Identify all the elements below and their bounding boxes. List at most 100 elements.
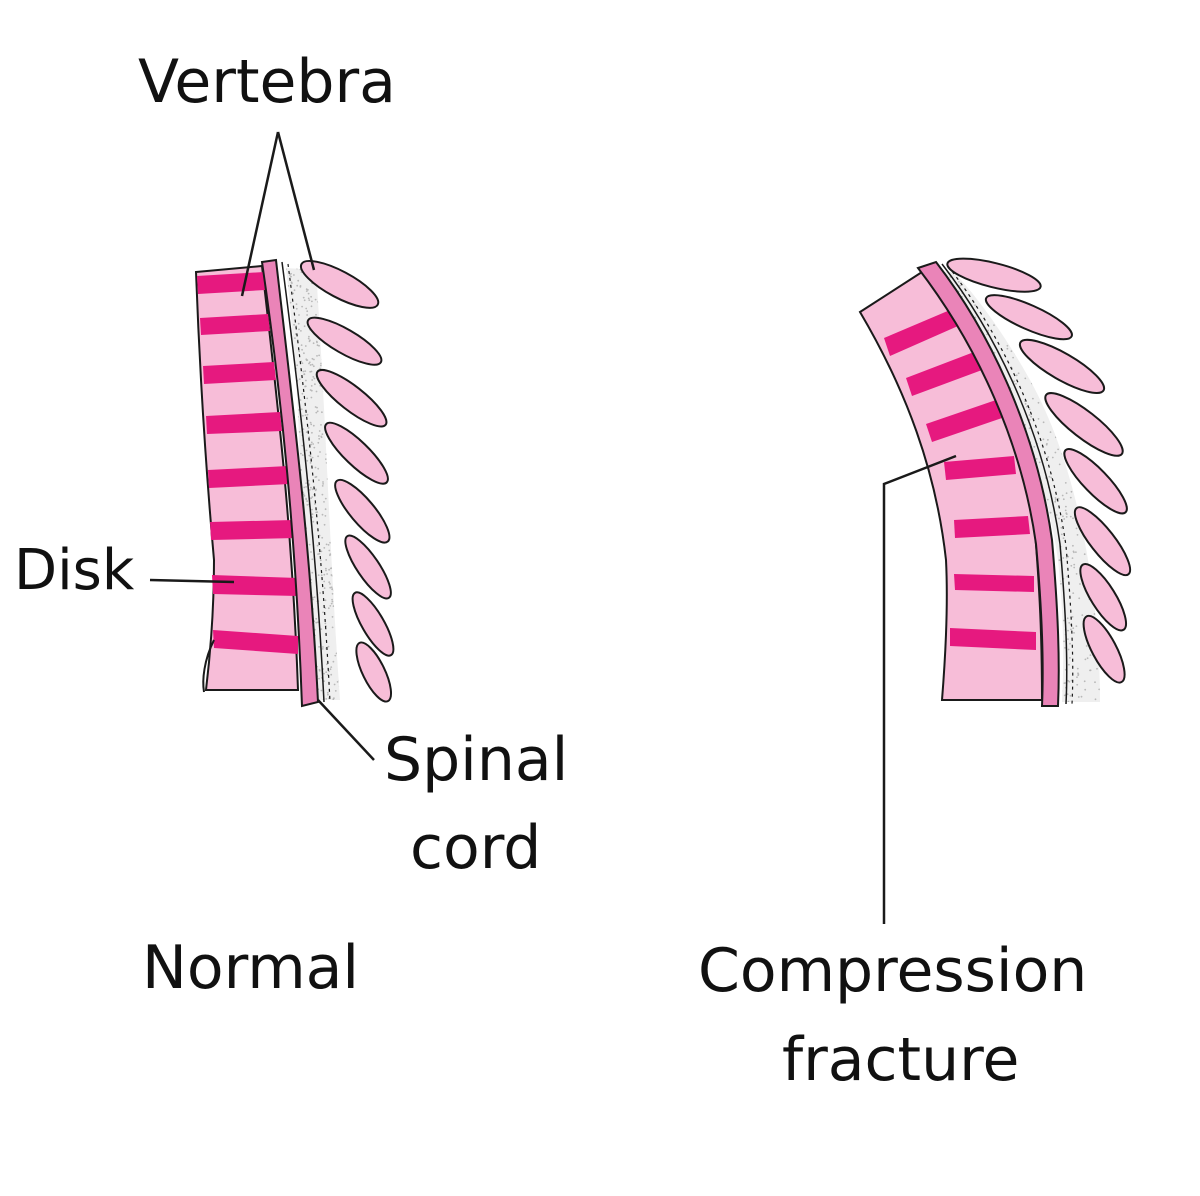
stipple-dot xyxy=(323,501,325,503)
stipple-dot xyxy=(1076,667,1079,670)
stipple-dot xyxy=(338,594,340,597)
stipple-dot xyxy=(1013,380,1015,383)
stipple-dot xyxy=(1103,420,1105,422)
stipple-dot xyxy=(1070,564,1073,567)
intervertebral-disk xyxy=(210,520,296,540)
stipple-dot xyxy=(329,541,331,544)
stipple-dot xyxy=(1033,445,1036,448)
stipple-dot xyxy=(1062,498,1065,501)
stipple-dot xyxy=(1058,559,1061,562)
stipple-dot xyxy=(332,569,335,572)
stipple-dot xyxy=(1086,657,1089,660)
stipple-dot xyxy=(332,535,335,537)
stipple-dot xyxy=(1078,597,1081,600)
stipple-dot xyxy=(1070,490,1073,493)
stipple-dot xyxy=(1064,509,1067,512)
stipple-dot xyxy=(336,529,339,532)
stipple-dot xyxy=(309,370,312,373)
stipple-dot xyxy=(1065,516,1068,518)
stipple-dot xyxy=(301,362,304,364)
stipple-dot xyxy=(317,441,320,444)
stipple-dot xyxy=(338,311,340,314)
stipple-dot xyxy=(1045,443,1048,446)
stipple-dot xyxy=(1043,298,1045,300)
stipple-dot xyxy=(1073,563,1076,566)
stipple-dot xyxy=(343,266,345,268)
stipple-dot xyxy=(284,308,286,310)
stipple-dot xyxy=(314,298,317,301)
stipple-dot xyxy=(1051,456,1054,459)
stipple-dot xyxy=(319,297,322,300)
stipple-dot xyxy=(336,316,339,319)
stipple-dot xyxy=(306,397,309,400)
stipple-dot xyxy=(1075,573,1078,575)
stipple-dot xyxy=(304,370,307,372)
stipple-dot xyxy=(307,292,310,295)
stipple-dot xyxy=(323,573,326,576)
stipple-dot xyxy=(303,495,306,497)
stipple-dot xyxy=(1069,351,1072,354)
stipple-dot xyxy=(318,312,321,314)
stipple-dot xyxy=(286,323,287,325)
stipple-dot xyxy=(1083,334,1086,336)
stipple-dot xyxy=(315,621,318,624)
stipple-dot xyxy=(330,476,333,478)
stipple-dot xyxy=(342,306,344,308)
stipple-dot xyxy=(1012,356,1014,359)
stipple-dot xyxy=(1050,281,1053,284)
stipple-dot xyxy=(305,497,307,500)
intervertebral-disk xyxy=(944,456,1016,480)
stipple-dot xyxy=(980,703,982,705)
stipple-dot xyxy=(338,260,340,262)
stipple-dot xyxy=(310,441,313,444)
stipple-dot xyxy=(321,648,324,650)
stipple-dot xyxy=(1059,642,1061,645)
stipple-dot xyxy=(321,292,324,294)
stipple-dot xyxy=(1056,314,1058,317)
stipple-dot xyxy=(342,648,344,650)
stipple-dot xyxy=(330,413,332,415)
stipple-dot xyxy=(1037,418,1040,420)
stipple-dot xyxy=(1087,318,1090,321)
stipple-dot xyxy=(1026,360,1029,362)
stipple-dot xyxy=(324,508,327,511)
stipple-dot xyxy=(286,268,287,271)
stipple-dot xyxy=(306,314,308,316)
stipple-dot xyxy=(332,660,335,663)
stipple-dot xyxy=(330,349,332,352)
compression-fracture-leader xyxy=(882,454,957,924)
stipple-dot xyxy=(323,547,326,549)
stipple-dot xyxy=(331,508,334,511)
stipple-dot xyxy=(331,626,334,629)
stipple-dot xyxy=(1052,291,1055,294)
stipple-dot xyxy=(288,331,290,334)
stipple-dot xyxy=(1098,559,1100,562)
stipple-dot xyxy=(304,345,307,347)
stipple-dot xyxy=(1101,693,1103,695)
stipple-dot xyxy=(297,322,300,325)
stipple-dot xyxy=(940,589,941,592)
stipple-dot xyxy=(332,698,335,700)
stipple-dot xyxy=(321,485,324,487)
stipple-dot xyxy=(1060,287,1063,290)
stipple-dot xyxy=(1061,437,1063,440)
stipple-dot xyxy=(310,497,313,500)
stipple-dot xyxy=(938,663,940,665)
stipple-dot xyxy=(1014,295,1017,298)
spinous-process xyxy=(1044,392,1124,457)
stipple-dot xyxy=(318,668,321,671)
stipple-dot xyxy=(330,602,333,605)
stipple-dot xyxy=(338,534,340,537)
stipple-dot xyxy=(289,301,292,304)
stipple-dot xyxy=(1083,264,1085,266)
stipple-dot xyxy=(1075,527,1078,530)
stipple-dot xyxy=(1090,447,1093,450)
stipple-dot xyxy=(334,413,337,416)
stipple-dot xyxy=(1038,461,1041,464)
stipple-dot xyxy=(311,379,314,381)
stipple-dot xyxy=(286,338,289,341)
stipple-dot xyxy=(1055,384,1058,386)
intervertebral-disk xyxy=(206,412,282,434)
stipple-dot xyxy=(328,415,331,418)
stipple-dot xyxy=(334,654,337,657)
